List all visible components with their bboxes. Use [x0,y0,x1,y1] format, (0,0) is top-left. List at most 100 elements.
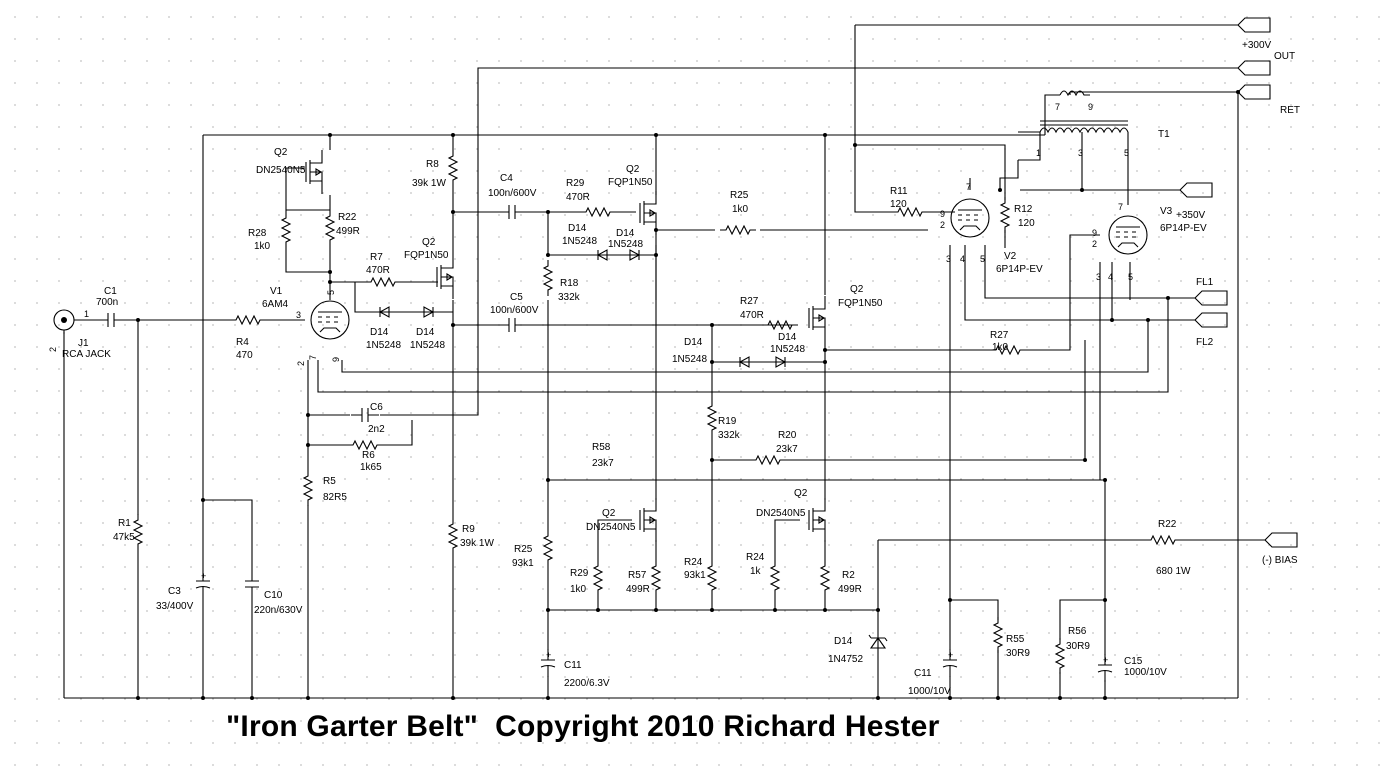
pin-v2-3: 3 [946,254,951,264]
label-d14-e: D14 [684,337,703,348]
label-q2-b-type: FQP1N50 [404,250,449,261]
mosfet-q2-fqp1n50-a [436,254,454,300]
label-d14-c-type: 1N5248 [562,236,597,247]
label-q2-f: Q2 [794,488,808,499]
pin-v3-2: 2 [1092,239,1097,249]
label-r27-b-val: 1k0 [992,342,1009,353]
resistor-r24-a [707,559,717,597]
label-r6-val: 1k65 [360,462,382,473]
label-q2-f-type: DN2540N5 [756,508,806,519]
resistor-r22 [325,209,335,247]
capacitor-c11-a [540,648,556,678]
capacitor-c5 [497,317,527,333]
pin-v1-2: 2 [296,361,306,366]
mosfet-q2-fqp1n50-c [808,295,826,341]
label-q2-e: Q2 [602,508,616,519]
resistor-r18 [543,259,553,297]
label-r29-a-val: 470R [566,192,590,203]
label-r19: R19 [718,416,737,427]
label-v3-volt: +350V [1176,210,1206,221]
label-r20-val: 23k7 [776,444,798,455]
schematic-caption: "Iron Garter Belt" Copyright 2010 Richar… [226,710,940,743]
connector-ret [1237,84,1271,100]
label-c6-val: 2n2 [368,424,385,435]
label-r22-a: R22 [338,212,357,223]
label-r56: R56 [1068,626,1087,637]
label-q2-b: Q2 [422,237,436,248]
label-c3: C3 [168,586,181,597]
label-r11-val: 120 [890,199,907,210]
label-r5-val: 82R5 [323,492,347,503]
mosfet-q2-dn2540-c [808,497,826,543]
resistor-r2 [820,559,830,597]
connector-fl2 [1194,312,1228,328]
resistor-r12 [1000,196,1010,234]
tube-v2 [950,198,990,238]
label-r58-val: 23k7 [592,458,614,469]
label-r29-b: R29 [570,568,589,579]
label-c1-val: 700n [96,297,118,308]
label-r55-val: 30R9 [1006,648,1030,659]
label-q2-a: Q2 [274,147,288,158]
label-q2-c-type: FQP1N50 [608,177,653,188]
label-r28-val: 1k0 [254,241,271,252]
tube-v1 [310,300,350,340]
pin-v1-3: 3 [296,310,301,320]
transformer-t1 [1018,90,1129,161]
label-fl1: FL1 [1196,277,1214,288]
label-d14-g: D14 [834,636,853,647]
label-r8: R8 [426,159,439,170]
label-r2-val: 499R [838,584,862,595]
zener-d14-a [371,306,397,318]
label-d14-g-type: 1N4752 [828,654,863,665]
capacitor-c15 [1097,653,1113,683]
label-r11: R11 [890,186,908,197]
resistor-r55 [993,616,1003,654]
label-r58: R58 [592,442,611,453]
connector-plus350v [1179,182,1213,198]
resistor-r28 [281,211,291,249]
label-r1-val: 47k5 [113,532,135,543]
resistor-r29-b [593,559,603,597]
label-j1: J1 [78,338,89,349]
pin-t1-7: 7 [1055,102,1060,112]
label-c10: C10 [264,590,283,601]
resistor-r6 [346,440,384,450]
label-q2-a-type: DN2540N5 [256,165,306,176]
label-d14-a: D14 [370,327,389,338]
label-r24-a-val: 93k1 [684,570,706,581]
label-c11-a: C11 [564,660,582,671]
label-r1: R1 [118,518,131,529]
label-d14-f: D14 [778,332,797,343]
label-r7-val: 470R [366,265,390,276]
label-d14-b: D14 [416,327,435,338]
label-c1: C1 [104,286,117,297]
resistor-r25-a [719,225,757,235]
pin-v1-5: 5 [326,290,336,295]
label-r25-a: R25 [730,190,749,201]
mosfet-q2-dn2540-a [305,149,323,195]
label-r27-a-val: 470R [740,310,764,321]
pin-t1-1: 1 [1036,148,1041,158]
junction-dots [136,90,1240,700]
label-v2: V2 [1004,251,1017,262]
label-c4-val: 100n/600V [488,188,537,199]
label-r25-b-val: 93k1 [512,558,534,569]
zener-d14-c [589,249,615,261]
label-q2-d: Q2 [850,284,864,295]
label-r22-b: R22 [1158,519,1177,530]
label-c11-a-val: 2200/6.3V [564,678,610,689]
label-v1-type: 6AM4 [262,299,289,310]
pin-j1-1: 1 [84,309,89,319]
label-q2-e-type: DN2540N5 [586,522,636,533]
rca-jack-j1 [53,309,75,334]
label-v3: V3 [1160,206,1173,217]
label-t1: T1 [1158,129,1170,140]
pin-v2-2: 2 [940,220,945,230]
label-d14-d: D14 [616,228,635,239]
label-r8-val: 39k 1W [412,178,446,189]
label-r55: R55 [1006,634,1025,645]
label-r18: R18 [560,278,579,289]
wires [63,24,1265,699]
